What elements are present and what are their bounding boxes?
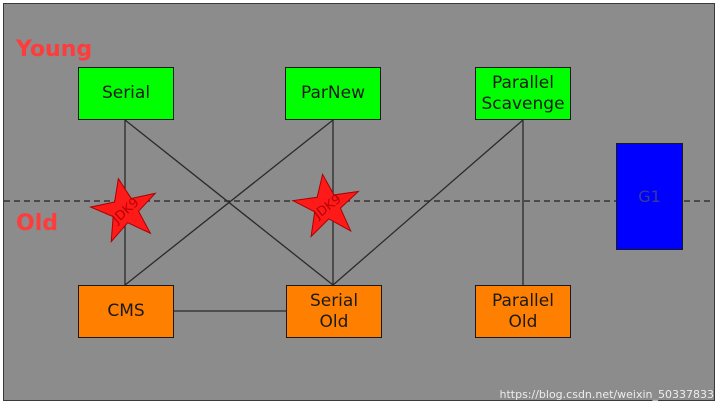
link-parallelscavenge-serialold — [332, 119, 524, 286]
young-generation-label: Young — [16, 37, 93, 62]
parallel-old-collector: Parallel Old — [475, 285, 571, 338]
g1-collector: G1 — [616, 143, 683, 250]
serial-old-collector: Serial Old — [286, 285, 382, 338]
parnew-collector: ParNew — [285, 67, 381, 120]
old-generation-label: Old — [16, 211, 58, 236]
cms-collector: CMS — [78, 285, 174, 338]
serial-collector: Serial — [78, 67, 174, 120]
link-parnew-cms — [124, 119, 334, 286]
watermark-url: https://blog.csdn.net/weixin_50337833 — [499, 388, 714, 401]
jdk9-star-parnew-serialold: JDK9 — [291, 172, 360, 238]
jdk9-star-serial-cms: JDK9 — [88, 177, 157, 244]
parallel-scavenge-collector: Parallel Scavenge — [475, 67, 571, 120]
